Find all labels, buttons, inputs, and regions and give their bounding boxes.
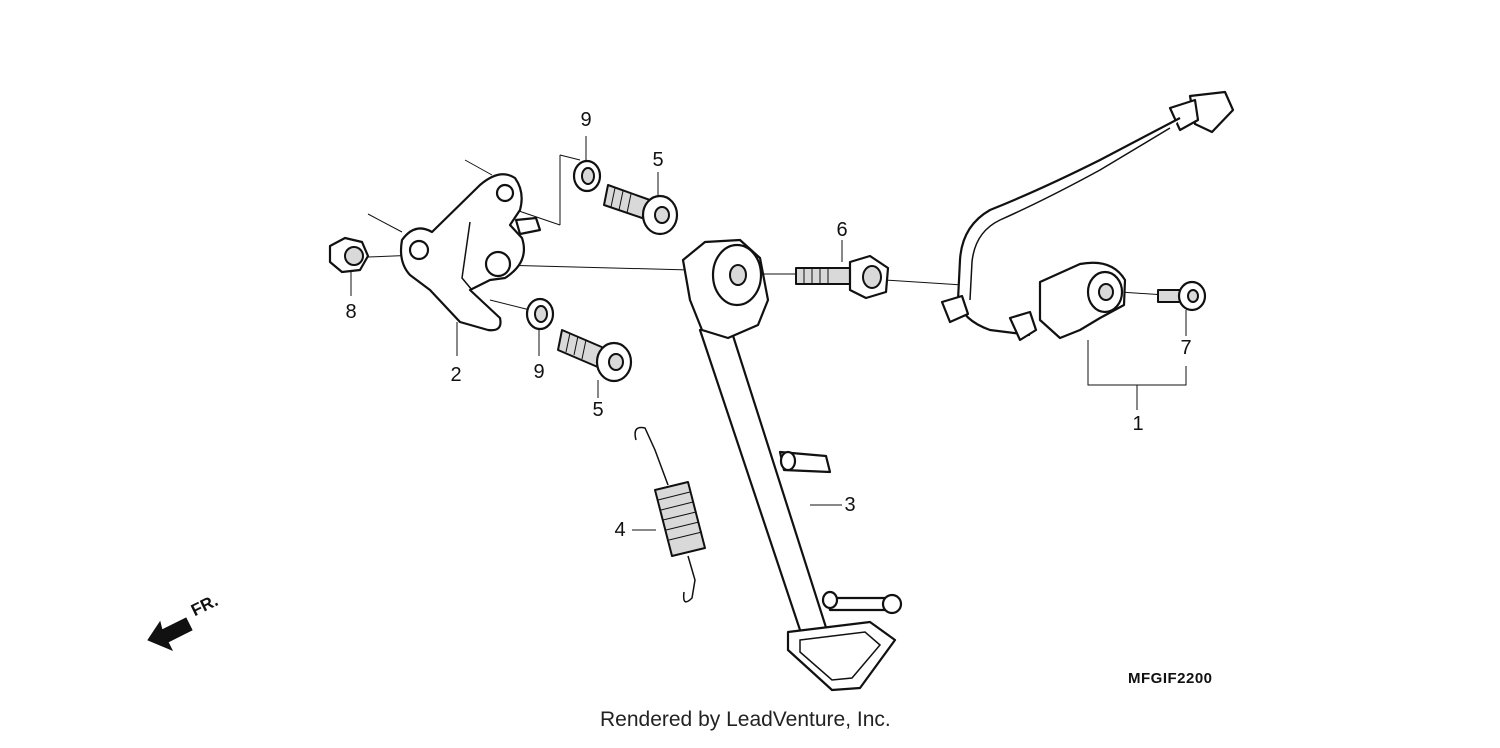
bracket-part-2: [399, 173, 542, 356]
switch-assembly-part-1: [940, 90, 1235, 410]
pivot-bolt-part-6: [795, 240, 890, 300]
callout-1: 1: [1132, 413, 1144, 435]
bolt-part-5-upper: [603, 172, 679, 236]
callout-6: 6: [836, 219, 848, 241]
callout-5-lower: 5: [592, 399, 604, 421]
washer-part-9-upper: [572, 136, 602, 193]
diagram-code: MFGIF2200: [1128, 670, 1213, 687]
bolt-part-5-lower: [557, 329, 633, 398]
callout-9-lower: 9: [533, 361, 545, 383]
callout-2: 2: [450, 364, 462, 386]
spring-part-4: [632, 426, 706, 603]
washer-part-9-lower: [525, 297, 555, 356]
front-direction-arrow-icon: [147, 617, 193, 651]
side-stand-part-3: [681, 238, 903, 692]
callout-5-upper: 5: [652, 149, 664, 171]
callout-3: 3: [844, 494, 856, 516]
small-bolt-part-7: [1157, 280, 1207, 336]
flange-nut-part-8: [328, 236, 370, 296]
callout-9-upper: 9: [580, 109, 592, 131]
render-credit: Rendered by LeadVenture, Inc.: [600, 708, 891, 731]
callout-4: 4: [614, 519, 626, 541]
callout-7: 7: [1180, 337, 1192, 359]
callout-8: 8: [345, 301, 357, 323]
